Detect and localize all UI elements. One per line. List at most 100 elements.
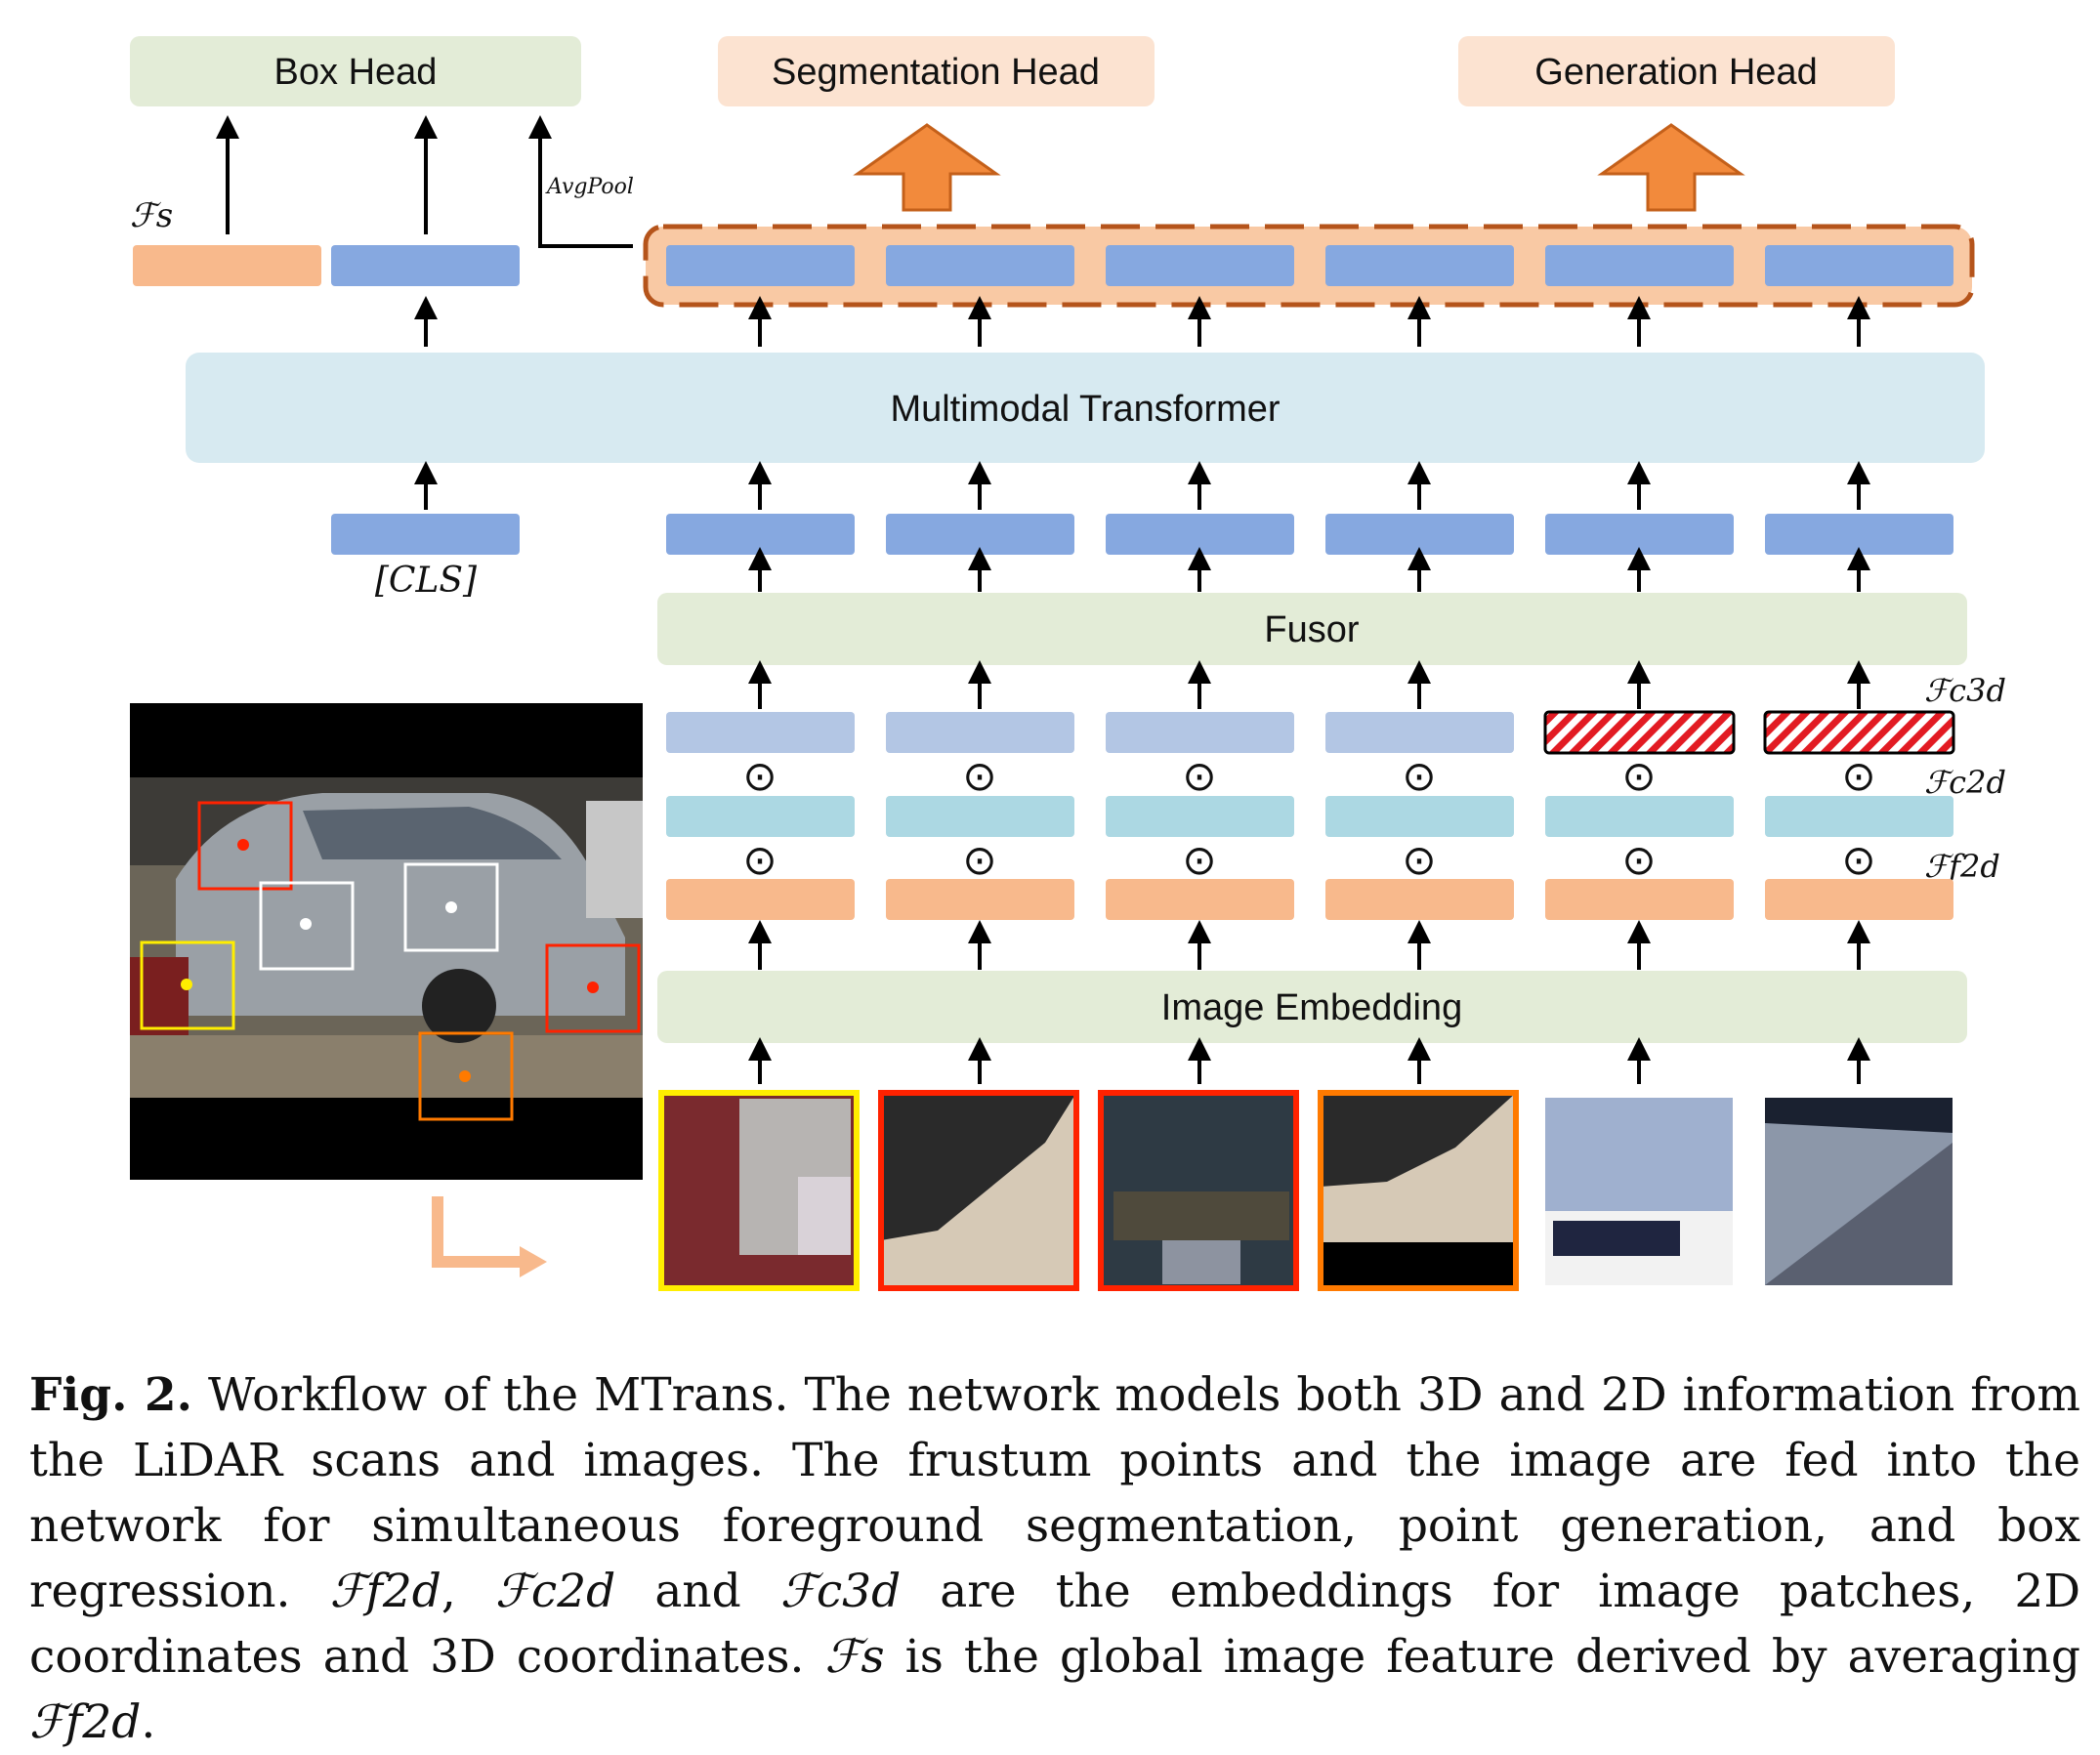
elementwise-product-icon: ⊙ [1182,753,1216,799]
elementwise-product-icon: ⊙ [1182,837,1216,883]
embedding-fusor-arrows [748,660,1870,709]
detection-box [403,862,499,952]
image-embedding: Image Embedding [657,971,1967,1043]
background-car [586,801,643,918]
segmentation-head: Segmentation Head [718,36,1155,106]
cls-label: [CLS] [375,561,478,601]
caption-fs: ℱs [824,1630,885,1684]
output-token [1545,245,1734,286]
fused-token [1765,514,1953,555]
patch-extraction-arrowhead [520,1246,547,1277]
elementwise-product-icon: ⊙ [962,753,996,799]
caption-ff2d-end: ℱf2d [29,1695,142,1749]
detection-box [259,881,355,971]
output-token [1106,245,1294,286]
fusor: Fusor [657,593,1967,665]
detection-box [140,940,235,1030]
fused-token [886,514,1074,555]
box-center-points [181,839,599,1082]
generation-head: Generation Head [1458,36,1895,106]
c3d-token [886,712,1074,753]
detection-box [197,801,293,891]
fused-token [1106,514,1294,555]
input-transformer-arrows [414,461,1870,510]
avgpool-label: AvgPool [545,175,634,199]
image-patches [658,1090,1953,1291]
elementwise-product-icon: ⊙ [1402,837,1436,883]
odot-row-upper: ⊙ ⊙ ⊙ ⊙ ⊙ ⊙ [742,753,1875,799]
center-point [587,982,599,993]
c3d-token [1106,712,1294,753]
c2d-token [1325,796,1514,837]
car-window [303,807,562,859]
image-patch [1765,1098,1953,1285]
fc2d-label: ℱc2d [1924,764,2006,801]
image-patch [658,1090,860,1291]
elementwise-product-icon: ⊙ [742,753,777,799]
detection-box [418,1031,514,1121]
car-wheel [422,969,496,1043]
generation-head-label: Generation Head [1534,52,1817,93]
f2d-token [1765,879,1953,920]
elementwise-product-icon: ⊙ [1621,837,1656,883]
c3d-token [1325,712,1514,753]
elementwise-product-icon: ⊙ [1621,753,1656,799]
elementwise-product-icon: ⊙ [1841,837,1875,883]
generation-up-arrow [1597,123,1745,212]
elementwise-product-icon: ⊙ [742,837,777,883]
transformer-output-arrows [414,296,1870,347]
output-token [666,245,855,286]
image-patch [878,1090,1079,1291]
center-point [459,1070,471,1082]
c2d-token [886,796,1074,837]
c2d-token [666,796,855,837]
fusor-output-arrows [748,547,1870,592]
caption-sep: , [441,1565,495,1618]
fc3d-label: ℱc3d [1924,672,2006,709]
box-head: Box Head [130,36,581,106]
workflow-diagram: Box Head Segmentation Head Generation He… [130,36,2006,1291]
figure-caption: Fig. 2. Workflow of the MTrans. The netw… [29,1362,2080,1755]
output-tokens [666,245,1953,286]
caption-fc2d: ℱc2d [494,1565,616,1618]
c3d-token [666,712,855,753]
fused-token [1325,514,1514,555]
box-head-label: Box Head [274,52,438,93]
f2d-token [1545,879,1734,920]
patch-embedding-arrows [748,1037,1870,1084]
elementwise-product-icon: ⊙ [1841,753,1875,799]
c3d-embeddings [666,710,1955,755]
f2d-token [666,879,855,920]
center-point [300,918,312,930]
center-point [237,839,249,851]
c3d-masked-token [1763,710,1955,755]
caption-text: are the embeddings for image patches, 2D… [29,1565,2081,1684]
center-point [181,979,192,990]
output-token [886,245,1074,286]
fusor-label: Fusor [1264,609,1359,650]
image-patch [1545,1098,1733,1285]
caption-label: Fig. 2. [29,1368,192,1422]
avgpool-arrow [528,115,633,248]
center-point [445,901,457,913]
c3d-masked-token [1543,710,1736,755]
c2d-embeddings [666,796,1953,837]
cls-output-token [331,245,520,286]
fused-token [666,514,855,555]
box-head-arrows [216,115,633,248]
detection-boxes [140,801,641,1121]
caption-and: and [615,1565,780,1618]
output-token [1325,245,1514,286]
caption-text: Workflow of the MTrans. The network mode… [29,1368,2080,1618]
cls-token [331,514,520,555]
f2d-embeddings [666,879,1953,920]
f2d-token [886,879,1074,920]
output-token [1765,245,1953,286]
detection-box [545,943,641,1033]
patch-extraction-arrow [432,1196,523,1268]
fused-token [1545,514,1734,555]
caption-fc3d: ℱc3d [779,1565,902,1618]
elementwise-product-icon: ⊙ [1402,753,1436,799]
c2d-token [1545,796,1734,837]
f2d-token [1106,879,1294,920]
